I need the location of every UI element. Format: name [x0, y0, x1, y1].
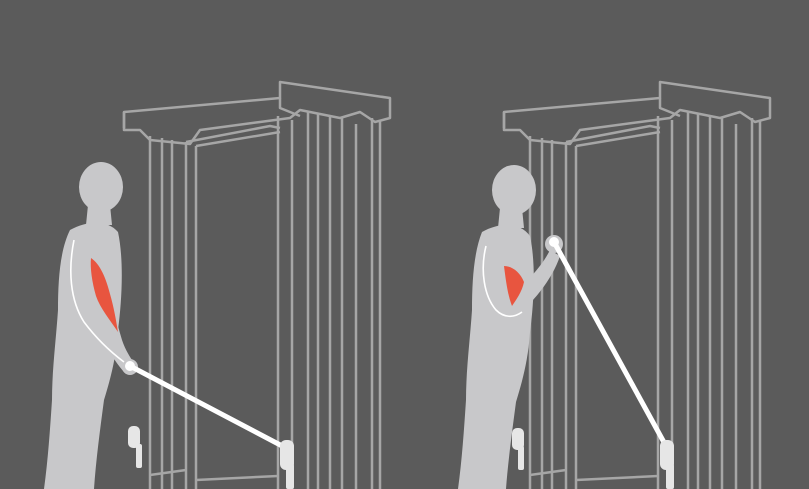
- panel-start-position: [44, 82, 390, 489]
- person-figure-icon: [44, 162, 138, 489]
- cable-machine-icon: [124, 82, 390, 489]
- pulley-handle-icon: [660, 440, 674, 489]
- panel-end-position: [458, 82, 770, 489]
- pulley-handle-icon: [280, 440, 294, 489]
- cable-grip-icon: [125, 361, 135, 371]
- person-figure-icon: [458, 165, 563, 489]
- pulley-handle-icon: [512, 428, 524, 470]
- cable-icon: [554, 242, 666, 446]
- cable-grip-icon: [549, 237, 559, 247]
- cable-icon: [130, 366, 286, 448]
- pulley-handle-icon: [128, 426, 142, 468]
